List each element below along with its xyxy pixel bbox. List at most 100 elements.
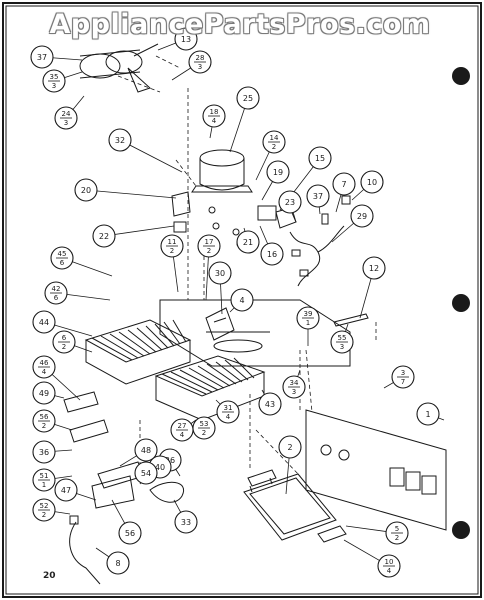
callout-31: 314	[215, 399, 240, 424]
callout-number: 37	[37, 53, 47, 62]
callout-circle	[362, 256, 386, 280]
callout-1: 1	[416, 402, 445, 426]
callout-10b: 104	[343, 539, 401, 578]
callout-16: 16	[259, 225, 284, 266]
callout-6: 62	[52, 330, 93, 354]
callout-quantity: 7	[401, 378, 405, 386]
callout-number: 19	[273, 168, 283, 177]
callout-number: 18	[210, 108, 219, 116]
callout-34: 343	[282, 369, 306, 399]
callout-number: 35	[50, 73, 59, 81]
drain-tube-clip	[317, 525, 347, 543]
callout-circle	[258, 392, 282, 416]
callout-quantity: 3	[64, 119, 68, 127]
callout-number: 46	[40, 359, 49, 367]
callout-number: 3	[401, 369, 405, 377]
component-drawings	[63, 43, 447, 585]
base-pan	[159, 299, 351, 367]
callout-number: 51	[40, 472, 49, 480]
callout-number: 52	[40, 502, 49, 510]
callout-circle	[306, 184, 330, 208]
callout-number: 47	[61, 486, 71, 495]
callout-number: 6	[62, 334, 67, 342]
callout-18: 184	[202, 104, 226, 139]
callout-circle	[230, 288, 254, 312]
callout-11: 112	[160, 234, 184, 293]
callout-circle	[74, 178, 98, 202]
callout-number: 26	[165, 456, 175, 465]
callout-number: 37	[313, 192, 323, 201]
callout-circle	[92, 224, 116, 248]
callout-quantity: 2	[207, 247, 211, 255]
page-number: 20	[43, 571, 56, 581]
callout-quantity: 2	[202, 429, 206, 437]
callout-4: 4	[229, 288, 254, 313]
callout-24: 243	[54, 95, 85, 130]
binder-hole	[452, 521, 470, 539]
callout-number: 48	[141, 446, 151, 455]
callout-circle	[30, 45, 54, 69]
callout-circle	[174, 510, 198, 534]
callout-circle	[260, 242, 284, 266]
drain-pan	[243, 473, 337, 541]
callout-number: 7	[341, 180, 346, 189]
evaporator-fan	[205, 307, 235, 341]
callout-56: 56	[111, 499, 142, 545]
callout-number: 31	[224, 404, 233, 412]
callout-number: 53	[200, 420, 209, 428]
callout-quantity: 2	[42, 422, 46, 430]
callout-number: 25	[243, 94, 253, 103]
binder-hole	[452, 67, 470, 85]
callout-55: 553	[330, 323, 354, 354]
callout-number: 15	[315, 154, 325, 163]
callout-number: 28	[196, 54, 205, 62]
callout-leader	[85, 189, 177, 199]
callout-circle	[278, 190, 302, 214]
callout-8: 8	[95, 547, 130, 575]
callout-number: 8	[115, 559, 120, 568]
binder-holes	[452, 67, 470, 539]
callout-circle	[236, 86, 260, 110]
filter-drier	[333, 313, 369, 327]
wiring-harness	[289, 195, 351, 287]
callout-circle	[266, 160, 290, 184]
callout-quantity: 4	[42, 368, 47, 376]
callout-37a: 37	[30, 45, 83, 69]
callout-circle	[350, 204, 374, 228]
callout-quantity: 2	[42, 511, 46, 519]
callout-number: 23	[285, 198, 295, 207]
callout-quantity: 4	[212, 117, 217, 125]
callout-10: 10	[351, 170, 384, 201]
callout-number: 56	[125, 529, 135, 538]
binder-hole	[452, 294, 470, 312]
callout-circle	[134, 438, 158, 462]
callout-circle	[236, 230, 260, 254]
leader-line	[117, 75, 161, 93]
callout-14: 142	[255, 130, 286, 181]
callout-49: 49	[32, 381, 65, 405]
callout-7: 7	[332, 172, 356, 213]
callout-30: 30	[208, 261, 232, 315]
callout-56b: 562	[32, 409, 73, 433]
callout-44: 44	[32, 310, 93, 337]
hinge-bracket	[247, 469, 277, 493]
callout-leader	[119, 139, 183, 173]
heater-bracket-assembly	[63, 391, 185, 509]
callout-quantity: 2	[170, 247, 174, 255]
callout-number: 32	[115, 136, 125, 145]
callout-number: 1	[425, 410, 430, 419]
callout-number: 2	[287, 443, 292, 452]
callout-number: 16	[267, 250, 277, 259]
callout-37b: 37	[306, 184, 330, 215]
callout-29: 29	[331, 204, 374, 243]
callout-circle	[108, 128, 132, 152]
defrost-heater-cord	[69, 515, 101, 585]
callout-21: 21	[236, 227, 260, 254]
callout-number: 22	[99, 232, 109, 241]
condenser-fan-motor	[79, 43, 159, 93]
callout-circle	[278, 435, 302, 459]
callout-quantity: 1	[306, 319, 310, 327]
callout-quantity: 2	[395, 534, 399, 542]
